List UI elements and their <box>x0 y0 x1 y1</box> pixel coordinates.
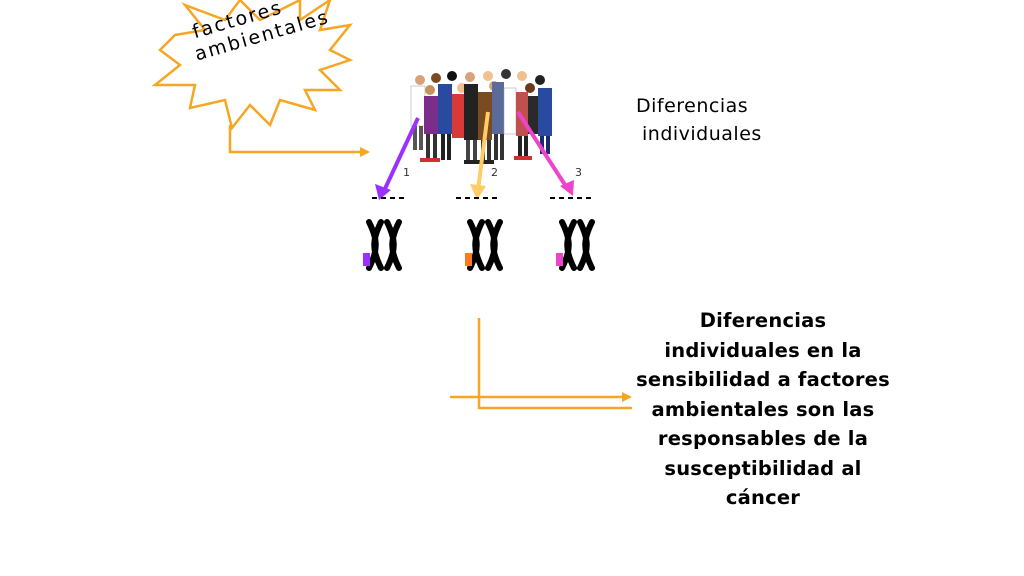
chromosome-pair-3 <box>559 219 595 271</box>
arrowhead-individual-3 <box>560 180 574 196</box>
marker-orange <box>465 253 472 266</box>
marker-purple <box>363 253 370 266</box>
starburst-shape <box>151 0 354 131</box>
arrow-individual-1 <box>381 117 420 194</box>
individual-label-line2: individuales <box>642 123 762 145</box>
chromosome-number-2: 2 <box>491 166 498 179</box>
chromosome-pair-1 <box>366 219 402 271</box>
individual-label-line1: Diferencias <box>636 95 749 117</box>
chromosome-number-3: 3 <box>575 166 582 179</box>
chromosome-number-1: 1 <box>403 166 410 179</box>
arrow-individual-3 <box>516 110 569 190</box>
arrow-individual-2 <box>476 111 490 191</box>
marker-magenta <box>556 253 563 266</box>
conclusion-text: Diferencias individuales en la sensibili… <box>636 309 890 509</box>
arrowhead-individual-2 <box>470 184 486 200</box>
chromosome-pair-2 <box>467 219 503 271</box>
arrowhead-individual-1 <box>375 184 391 200</box>
individual-differences-label: Diferencias individuales <box>636 92 762 148</box>
star-to-people-arrow <box>228 125 370 157</box>
bracket-line <box>477 318 632 410</box>
